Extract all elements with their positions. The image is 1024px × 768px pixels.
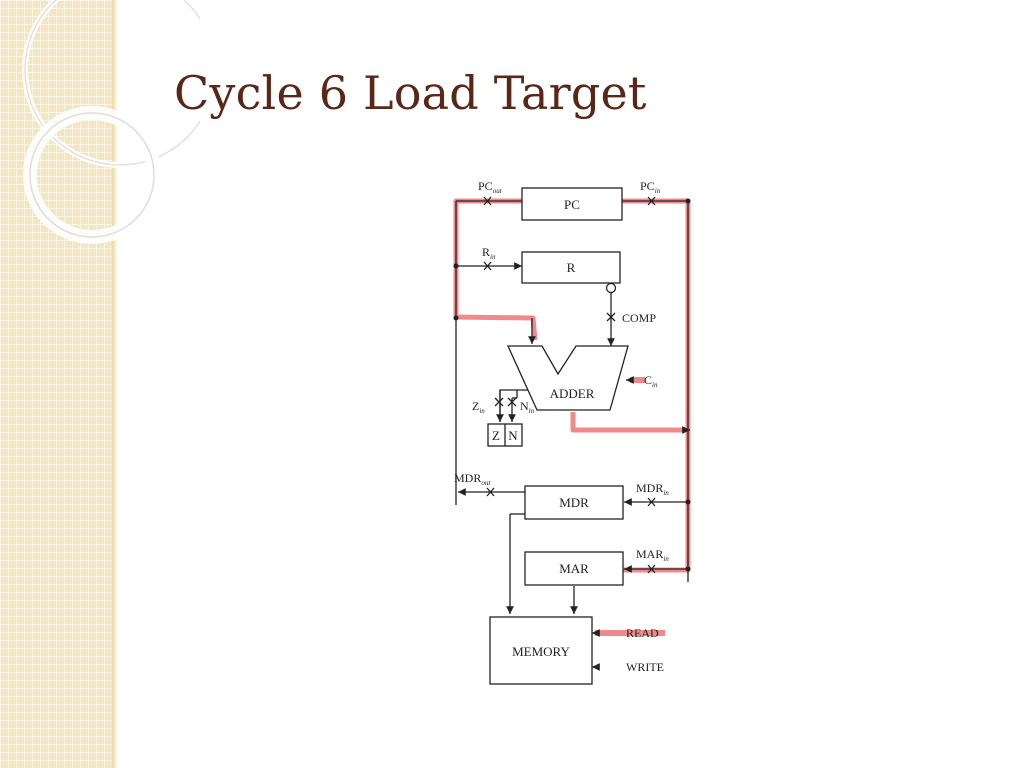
datapath-wires	[455, 200, 690, 671]
mdr-in-signal: MDRin	[636, 481, 669, 497]
control-switch-marks	[483, 196, 656, 574]
mdr-register: MDR	[524, 485, 624, 520]
comp-signal: COMP	[622, 311, 656, 325]
r-in-signal: Rin	[482, 245, 496, 261]
n-flag-label: N	[508, 428, 518, 443]
mar-register-label: MAR	[559, 561, 589, 576]
decorative-circles	[22, 0, 200, 244]
z-in-signal: Zin	[472, 399, 485, 415]
pc-in-signal: PCin	[640, 179, 661, 195]
pc-register: PC	[521, 187, 623, 221]
memory-block: MEMORY	[489, 616, 593, 685]
r-register-label: R	[567, 260, 576, 275]
mdr-out-signal: MDRout	[454, 471, 491, 487]
adder-unit: ADDER	[506, 345, 629, 411]
memory-label: MEMORY	[512, 644, 570, 659]
z-flag-label: Z	[492, 428, 500, 443]
mar-in-signal: MARin	[636, 547, 669, 563]
write-signal: WRITE	[626, 660, 664, 674]
pc-out-signal: PCout	[478, 179, 503, 195]
mdr-register-label: MDR	[559, 495, 589, 510]
n-in-signal: Nin	[520, 399, 535, 415]
sidebar-edge	[112, 0, 118, 768]
mar-register: MAR	[524, 551, 624, 586]
junction-dots	[453, 198, 691, 572]
read-signal: READ	[626, 626, 659, 640]
z-n-flags: Z N	[487, 423, 523, 447]
datapath-diagram: PC R ADDER Z N MDR MAR MEMORY PCout PCin…	[453, 179, 691, 685]
r-register: R	[521, 251, 621, 284]
c-in-signal: Cin	[644, 373, 658, 389]
pc-register-label: PC	[564, 197, 580, 212]
adder-label: ADDER	[550, 386, 595, 401]
slide-title: Cycle 6 Load Target	[174, 66, 647, 120]
complement-bubble	[605, 282, 617, 294]
